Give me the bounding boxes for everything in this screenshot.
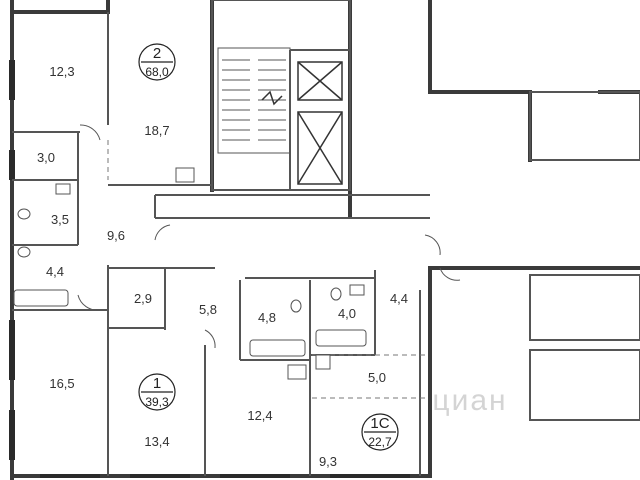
apartment-2-circle (138, 43, 176, 81)
room-area-label: 3,0 (37, 150, 55, 165)
bathtub-2 (249, 339, 306, 357)
apartment-1c-number: 1С (370, 415, 389, 432)
sink-2 (175, 167, 195, 183)
apartment-1-area: 39,3 (145, 395, 169, 409)
room-area-label: 12,4 (247, 408, 272, 423)
apartment-1c-area: 22,7 (368, 435, 392, 449)
apartment-1-circle (138, 373, 176, 411)
zone-boundaries (107, 140, 425, 399)
room-area-label: 13,4 (144, 434, 169, 449)
toilet-4 (330, 287, 342, 301)
room-area-label: 4,4 (390, 291, 408, 306)
windows (9, 60, 410, 478)
watermark: циан (432, 384, 507, 417)
sink-3 (287, 364, 307, 380)
bathtub-3 (315, 329, 367, 347)
apartment-badges (138, 43, 399, 451)
room-area-label: 4,8 (258, 310, 276, 325)
room-area-label: 5,8 (199, 302, 217, 317)
toilet-3 (290, 299, 302, 313)
elevators (297, 61, 343, 185)
room-area-label: 2,9 (134, 291, 152, 306)
room-area-label: 12,3 (49, 64, 74, 79)
apartment-2-area: 68,0 (145, 65, 169, 79)
sink-5 (349, 284, 365, 296)
room-area-label: 9,3 (319, 454, 337, 469)
room-area-label: 9,6 (107, 228, 125, 243)
toilet-2 (17, 246, 31, 258)
room-area-label: 3,5 (51, 212, 69, 227)
room-area-label: 4,0 (338, 306, 356, 321)
room-area-label: 18,7 (144, 123, 169, 138)
bath-fixtures (13, 167, 367, 380)
sink-1 (55, 183, 71, 195)
room-area-label: 5,0 (368, 370, 386, 385)
room-area-label: 16,5 (49, 376, 74, 391)
room-area-label: 4,4 (46, 264, 64, 279)
apartment-2-number: 2 (153, 45, 161, 62)
apartment-1-number: 1 (153, 375, 161, 392)
doors (77, 124, 461, 349)
staircase (217, 47, 291, 154)
bathtub-1 (13, 289, 69, 307)
toilet-1 (17, 208, 31, 220)
sink-4 (315, 354, 331, 370)
apartment-1c-circle (361, 413, 399, 451)
